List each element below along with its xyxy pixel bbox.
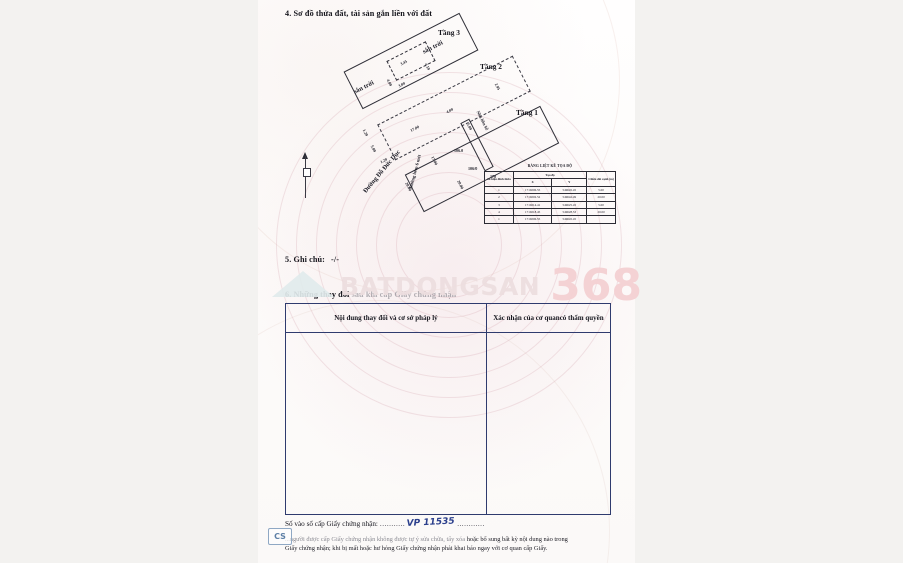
changes-content-column: Nội dung thay đổi và cơ sở pháp lý bbox=[286, 304, 487, 514]
dimension-label: 5.00 bbox=[369, 144, 378, 153]
dimension-label: 1.20 bbox=[361, 128, 370, 137]
coord-table-header-row: Số hiệu đỉnh thửa Tọa độ Chiều dài cạnh … bbox=[484, 170, 616, 187]
page-margin-left bbox=[0, 0, 258, 563]
floor-1-label: Tầng 1 bbox=[516, 108, 538, 117]
changes-content-body[interactable] bbox=[286, 333, 486, 514]
coord-header-y: Y bbox=[551, 178, 588, 187]
section-4-title: 4. Sơ đồ thửa đất, tài sản gắn liền với … bbox=[285, 9, 433, 18]
section-6-label: 6. Những thay đổi bbox=[285, 290, 350, 299]
registration-dots-after: ............ bbox=[457, 520, 485, 529]
changes-content-header: Nội dung thay đổi và cơ sở pháp lý bbox=[286, 304, 486, 333]
coord-cell-point: 1 bbox=[484, 185, 514, 195]
floor-2-label: Tầng 2 bbox=[480, 62, 502, 71]
registration-dots-before: ........... bbox=[379, 520, 406, 529]
coord-cell-distance: 20.00 bbox=[586, 208, 616, 217]
footer: Số vào sổ cấp Giấy chứng nhận: .........… bbox=[285, 516, 617, 554]
footer-note-line1-faded: ...người được cấp Giấy chứng nhận không … bbox=[285, 536, 466, 544]
coord-cell-x: 1719206.55 bbox=[512, 185, 553, 195]
coord-cell-point: 3 bbox=[484, 200, 514, 210]
changes-confirm-column: Xác nhận của cơ quan có thẩm quyền bbox=[486, 304, 610, 514]
registration-number-handwritten: VP 11535 bbox=[406, 516, 456, 530]
coordinate-table: Số hiệu đỉnh thửa Tọa độ Chiều dài cạnh … bbox=[484, 170, 616, 224]
coord-cell-distance: 20.00 bbox=[586, 193, 616, 202]
coord-cell-point: 4 bbox=[484, 208, 514, 217]
parcel-diagram: Tầng 3 sân trời sân trời 3.45 4.10 4.00 … bbox=[258, 12, 635, 248]
coord-header-distance: Chiều dài cạnh (m) bbox=[586, 171, 616, 187]
coord-cell-x: 1719206.55 bbox=[512, 215, 553, 224]
changes-table: Nội dung thay đổi và cơ sở pháp lý Xác n… bbox=[285, 303, 611, 515]
footer-note: ...người được cấp Giấy chứng nhận không … bbox=[285, 535, 617, 554]
coord-cell-y: 549628.53 bbox=[551, 208, 588, 217]
section-5-label: 5. Ghi chú: bbox=[285, 255, 325, 264]
section-6-title: 6. Những thay đổi sau khi cấp Giấy chứng… bbox=[285, 290, 456, 299]
coord-cell-y: 549645.45 bbox=[551, 185, 588, 195]
coord-table-subheader-row: X Y bbox=[485, 178, 616, 187]
registration-label: Số vào sổ cấp Giấy chứng nhận: bbox=[285, 520, 378, 529]
coord-cell-distance: 5.00 bbox=[586, 200, 616, 210]
coord-header-x: X bbox=[512, 178, 553, 187]
coord-cell-point: 1 bbox=[484, 215, 514, 224]
coord-cell-distance: 5.00 bbox=[586, 185, 616, 195]
coord-cell-point: 2 bbox=[484, 193, 514, 202]
dimension-label: 106/0 bbox=[468, 166, 478, 171]
coord-cell-x: 1719202.52 bbox=[512, 193, 553, 202]
section-6-label-faded: sau khi cấp Giấy chứng nhận bbox=[351, 290, 457, 299]
changes-confirm-header-line2: có thẩm quyền bbox=[559, 313, 604, 322]
coord-cell-y: 549625.45 bbox=[551, 200, 588, 210]
coord-cell-x: 1719214.41 bbox=[512, 200, 553, 210]
changes-confirm-body[interactable] bbox=[487, 333, 610, 514]
certificate-sheet: 4. Sơ đồ thửa đất, tài sản gắn liền với … bbox=[258, 0, 635, 563]
coord-cell-y: 549642.49 bbox=[551, 193, 588, 202]
coord-cell-y: 549645.45 bbox=[551, 215, 588, 224]
footer-note-line2: Giấy chứng nhận; khi bị mất hoặc hư hỏng… bbox=[285, 545, 548, 553]
coord-header-group: Tọa độ bbox=[512, 170, 588, 180]
coord-cell-distance bbox=[586, 215, 616, 224]
dimension-label: 106.0 bbox=[454, 148, 464, 153]
north-arrow-icon bbox=[301, 152, 311, 198]
changes-confirm-header-line1: Xác nhận của cơ quan bbox=[493, 313, 560, 322]
coord-table-caption: BẢNG LIỆT KÊ TỌA ĐỘ bbox=[527, 164, 573, 168]
section-5-title: 5. Ghi chú: -/- bbox=[285, 255, 339, 264]
floor-3-label: Tầng 3 bbox=[438, 28, 460, 37]
coord-cell-x: 1719218.45 bbox=[512, 208, 553, 217]
section-5-value: -/- bbox=[331, 255, 340, 264]
registration-line: Số vào sổ cấp Giấy chứng nhận: .........… bbox=[285, 516, 617, 530]
coord-header-point: Số hiệu đỉnh thửa bbox=[484, 171, 514, 187]
road-label: Đường Đỗ Đức Dục bbox=[362, 148, 402, 195]
footer-note-line1-rest: hoặc bổ sung bất kỳ nội dung nào trong bbox=[465, 536, 568, 544]
page-margin-right bbox=[635, 0, 903, 563]
cs-badge-watermark: CS bbox=[268, 528, 292, 545]
changes-confirm-header: Xác nhận của cơ quan có thẩm quyền bbox=[486, 304, 610, 333]
